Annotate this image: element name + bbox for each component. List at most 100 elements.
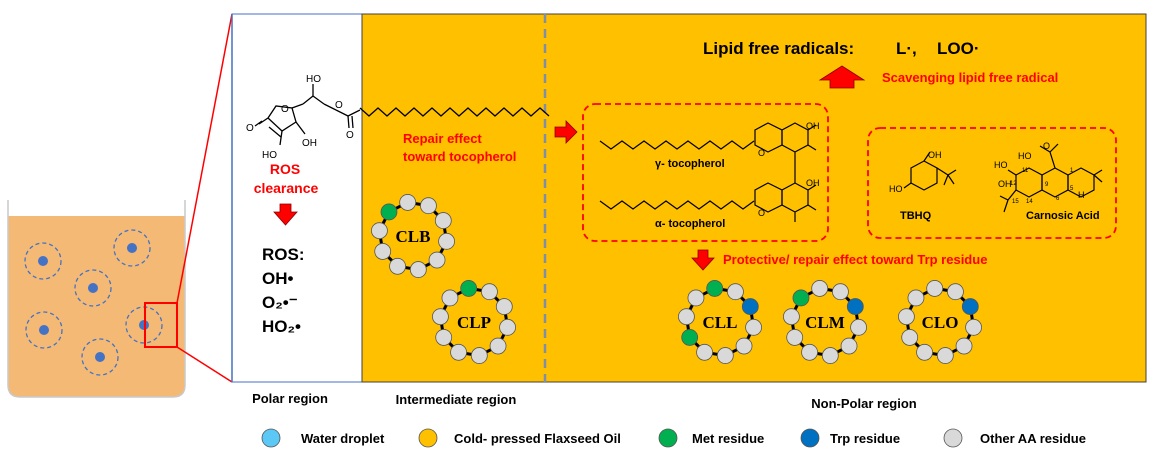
up-arrow-icon	[818, 65, 866, 89]
peptide-label-clb: CLB	[396, 227, 431, 246]
other-residue	[745, 318, 762, 336]
zoom-line-bottom	[176, 346, 233, 383]
trp-residue	[741, 298, 759, 315]
other-residue	[399, 194, 417, 211]
carnosic-c5: 5	[1070, 186, 1074, 192]
met-residue	[792, 289, 810, 307]
alpha-tocopherol-label: α- tocopherol	[655, 218, 725, 230]
intermediate-region-label: Intermediate region	[396, 392, 517, 407]
carnosic-acid-label: Carnosic Acid	[1026, 210, 1100, 222]
other-residue	[696, 343, 713, 361]
tbhq-ho: HO	[889, 184, 903, 194]
other-residue	[901, 329, 919, 346]
legend-oil-swatch	[418, 428, 438, 448]
ros-oh: OH•	[262, 269, 294, 288]
legend-oil-label: Cold- pressed Flaxseed Oil	[454, 431, 621, 446]
met-residue	[681, 329, 699, 346]
tocopherol-labels: OH O OH O	[758, 121, 820, 218]
other-residue	[420, 197, 437, 215]
legend-other-swatch	[943, 428, 963, 448]
ascorbyl-palmitate-structure	[254, 84, 550, 146]
other-residue	[470, 347, 488, 364]
nonpolar-region-label: Non-Polar region	[811, 396, 917, 411]
peptide-label-clm: CLM	[805, 313, 845, 332]
other-residue	[374, 243, 392, 260]
other-residue	[850, 318, 867, 336]
lipid-radical-loo: LOO·	[937, 39, 980, 58]
beaker-outline	[7, 200, 186, 398]
other-residue	[898, 308, 915, 326]
other-residue	[955, 337, 973, 355]
polar-region-label: Polar region	[252, 391, 328, 406]
other-residue	[907, 289, 925, 307]
emulsion-droplet	[81, 338, 119, 376]
legend-trp-label: Trp residue	[830, 431, 900, 446]
ascorbyl-ho-bottom: HO	[262, 150, 277, 161]
other-residue	[687, 289, 705, 307]
emulsion-droplet	[25, 311, 63, 349]
other-residue	[916, 343, 933, 361]
other-residue	[481, 283, 498, 301]
other-residue	[821, 347, 839, 364]
ascorbyl-ho-top: HO	[306, 74, 321, 85]
gamma-o: O	[758, 148, 765, 158]
carnosic-c11: 11	[1022, 168, 1029, 174]
ros-clearance-line2: clearance	[254, 180, 319, 196]
down-arrow-protective-icon	[691, 249, 715, 271]
repair-effect-line1: Repair effect	[403, 131, 482, 146]
beaker-liquid	[8, 216, 185, 397]
other-residue	[409, 261, 427, 278]
trp-residue	[846, 298, 864, 315]
other-residue	[678, 308, 695, 326]
zoom-box	[144, 302, 178, 348]
other-residue	[432, 308, 449, 326]
emulsion-droplet	[74, 269, 112, 307]
other-residue	[716, 347, 734, 364]
carnosic-c9: 9	[1045, 182, 1049, 188]
met-residue	[460, 280, 478, 297]
carnosic-ho-top: HO	[1018, 151, 1032, 161]
emulsion-droplet	[24, 242, 62, 280]
trp-residue	[961, 298, 979, 315]
carnosic-labels: HO O HO OH H 12 11 14 15 6 9 1 5	[994, 141, 1085, 205]
carnosic-c1: 1	[1070, 168, 1074, 174]
met-residue	[706, 280, 724, 297]
peptide-ring-cll: CLL	[678, 280, 762, 364]
repair-effect-line2: toward tocopherol	[403, 149, 516, 164]
gamma-tocopherol-label: γ- tocopherol	[655, 158, 725, 170]
peptide-ring-clb: CLB	[371, 194, 455, 278]
other-residue	[811, 280, 829, 297]
ascorbyl-o-ester: O	[335, 100, 343, 111]
legend: Water droplet Cold- pressed Flaxseed Oil…	[261, 428, 1086, 448]
other-residue	[735, 337, 753, 355]
other-residue	[428, 251, 446, 269]
peptide-ring-clm: CLM	[783, 280, 867, 364]
other-residue	[783, 308, 800, 326]
carnosic-o: O	[1043, 141, 1050, 151]
carnosic-c14: 14	[1026, 199, 1033, 205]
other-residue	[438, 232, 455, 250]
ascorbyl-o-acyl: O	[346, 130, 354, 141]
scavenging-label: Scavenging lipid free radical	[882, 70, 1058, 85]
other-residue	[435, 329, 453, 346]
tbhq-labels: OH HO	[889, 150, 942, 194]
other-residue	[832, 283, 849, 301]
legend-trp-swatch	[800, 428, 820, 448]
ascorbyl-labels: O HO O HO OH O O	[246, 74, 354, 161]
ros-clearance-line1: ROS	[270, 161, 300, 177]
tbhq-structure	[903, 151, 957, 191]
tbhq-carnosic-box	[867, 127, 1117, 239]
other-residue	[965, 318, 982, 336]
legend-water-label: Water droplet	[301, 431, 385, 446]
peptide-label-cll: CLL	[703, 313, 738, 332]
lipid-radicals-label: Lipid free radicals:	[703, 39, 854, 58]
other-residue	[801, 343, 818, 361]
gamma-oh: OH	[806, 121, 820, 131]
other-residue	[499, 318, 516, 336]
carnosic-c15: 15	[1012, 199, 1019, 205]
legend-water-swatch	[261, 428, 281, 448]
other-residue	[947, 283, 964, 301]
peptide-label-clp: CLP	[457, 313, 491, 332]
other-residue	[434, 212, 452, 229]
